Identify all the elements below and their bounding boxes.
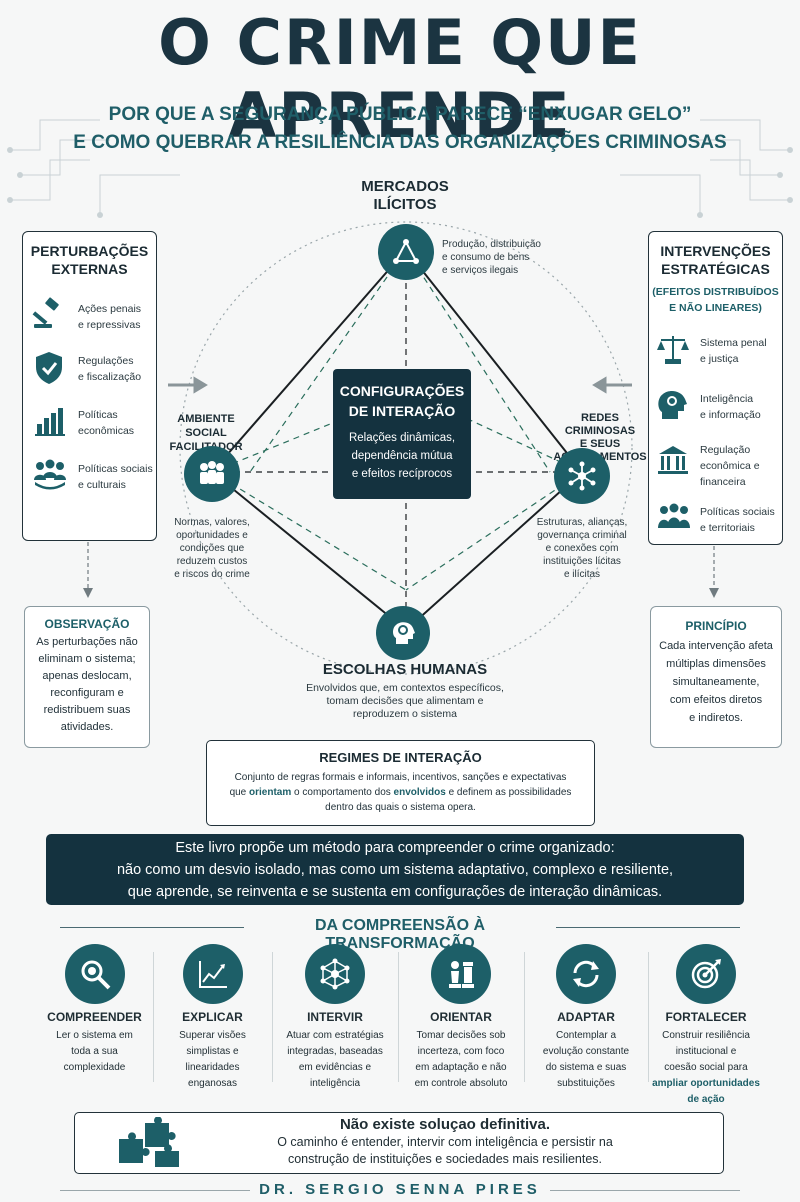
step-separator: [648, 952, 649, 1082]
author-name: DR. SERGIO SENNA PIRES: [250, 1181, 550, 1198]
hub-network-icon: [568, 461, 596, 491]
shield-check-icon: [36, 352, 62, 384]
step-fortalecer: FORTALECER Construir resiliência institu…: [646, 944, 766, 1108]
step-separator: [524, 952, 525, 1082]
step-separator: [398, 952, 399, 1082]
book-banner: Este livro propõe um método para compree…: [46, 834, 744, 905]
puzzle-icon: [119, 1117, 179, 1167]
principio-title: PRINCÍPIO: [685, 619, 747, 633]
subtitle-line-2: E COMO QUEBRAR A RESILIÊNCIA DAS ORGANIZ…: [73, 132, 727, 153]
step-separator: [153, 952, 154, 1082]
mercados-node: [378, 224, 434, 280]
redes-node: [554, 448, 610, 504]
regimes-box: REGIMES DE INTERAÇÃO Conjunto de regras …: [206, 740, 595, 826]
brain-gear-icon: [658, 391, 687, 419]
intervencoes-panel: INTERVENÇÕES ESTRATÉGICAS (EFEITOS DISTR…: [648, 231, 783, 545]
conclusion-text: Não existe soluçao definitiva. O caminho…: [277, 1116, 613, 1166]
node-mercados-title: MERCADOS ILÍCITOS: [361, 178, 449, 213]
center-title: CONFIGURAÇÕES DE INTERAÇÃO: [339, 383, 465, 419]
circuit-decoration: [7, 119, 793, 218]
network-icon: [320, 958, 350, 990]
conclusion-box: Não existe soluçao definitiva. O caminho…: [74, 1112, 724, 1174]
group-people-icon: [200, 461, 224, 484]
bar-chart-icon: [35, 408, 65, 436]
center-configuracoes-box: CONFIGURAÇÕES DE INTERAÇÃO Relações dinâ…: [333, 369, 471, 499]
trend-chart-icon: [198, 961, 227, 988]
steps-row: COMPREENDER Ler o sistema em toda a sua …: [36, 944, 764, 1110]
node-ambiente-desc: Normas, valores, oportunidades e condiçõ…: [174, 517, 250, 580]
step-intervir: INTERVIR Atuar com estratégias integrada…: [274, 944, 396, 1092]
observacao-text: As perturbações não eliminam o sistema; …: [36, 636, 138, 733]
target-icon: [691, 959, 721, 989]
triangle-network-icon: [393, 239, 419, 264]
scales-icon: [657, 336, 689, 364]
subtitle-line-1: POR QUE A SEGURANÇA PÚBLICA PARECE “ENXU…: [108, 104, 692, 125]
ambiente-node: [184, 446, 240, 502]
page-title: O CRIME QUE APRENDE: [158, 6, 642, 152]
center-desc: Relações dinâmicas, dependência mútua e …: [348, 432, 456, 480]
cycle-icon: [573, 960, 599, 988]
step-orientar: ORIENTAR Tomar decisões sob incerteza, c…: [400, 944, 522, 1092]
step-compreender: COMPREENDER Ler o sistema em toda a sua …: [36, 944, 153, 1076]
step-adaptar: ADAPTAR Contemplar a evolução constante …: [526, 944, 646, 1092]
magnifier-icon: [81, 960, 110, 990]
people-icon: [34, 459, 66, 490]
escolhas-node: [376, 606, 430, 660]
intervencoes-subtitle: (EFEITOS DISTRIBUÍDOS E NÃO LINEARES): [652, 286, 779, 314]
intervencoes-title: INTERVENÇÕES ESTRATÉGICAS: [660, 243, 771, 277]
principio-box: PRINCÍPIO Cada intervenção afeta múltipl…: [650, 606, 782, 748]
perturbacoes-title: PERTURBAÇÕES EXTERNAS: [30, 243, 149, 277]
perturbacoes-panel: PERTURBAÇÕES EXTERNAS: [22, 231, 157, 541]
node-escolhas-title: ESCOLHAS HUMANAS: [322, 661, 488, 678]
node-escolhas-desc: Envolvidos que, em contextos específicos…: [306, 682, 504, 720]
people-icon: [658, 503, 690, 528]
observacao-box: OBSERVAÇÃO As perturbações não eliminam …: [24, 606, 150, 748]
chess-icon: [449, 961, 474, 988]
step-separator: [272, 952, 273, 1082]
step-explicar: EXPLICAR Superar visões simplistas e lin…: [154, 944, 271, 1092]
regimes-text: Conjunto de regras formais e informais, …: [229, 772, 572, 813]
transformacao-title: DA COMPREENSÃO À TRANSFORMAÇÃO: [244, 917, 556, 953]
regimes-title: REGIMES DE INTERAÇÃO: [319, 750, 482, 765]
head-brain-icon: [393, 622, 415, 644]
diagram-connections: [83, 221, 719, 675]
principio-text: Cada intervenção afeta múltiplas dimensõ…: [659, 640, 773, 724]
observacao-title: OBSERVAÇÃO: [44, 617, 130, 631]
bank-icon: [658, 446, 688, 474]
gavel-icon: [32, 297, 59, 328]
node-redes-desc: Estruturas, alianças, governança crimina…: [536, 517, 628, 580]
node-mercados-desc: Produção, distribuição e consumo de bens…: [442, 239, 541, 276]
